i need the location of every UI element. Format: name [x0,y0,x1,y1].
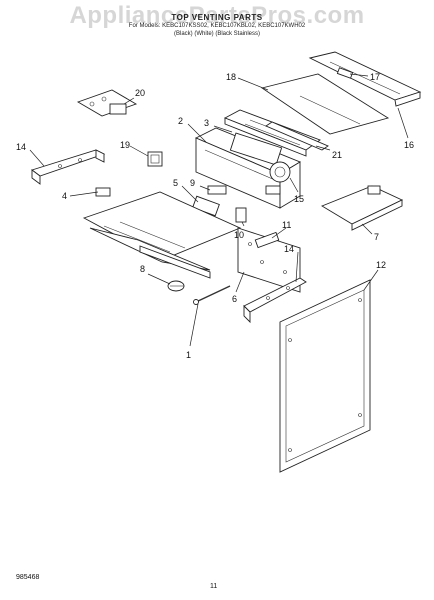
callout-1: 1 [186,350,191,360]
callout-11: 11 [282,220,291,230]
part-14-right-bracket[interactable] [243,277,307,324]
part-6-side-panel[interactable] [237,227,301,293]
part-oven-wrapper[interactable] [82,191,242,279]
callout-14-right: 14 [284,244,294,254]
part-21-gasket[interactable] [265,121,329,151]
part-9-terminal[interactable] [207,185,227,195]
callout-18: 18 [226,72,236,82]
callout-5: 5 [173,178,178,188]
callout-6: 6 [232,294,237,304]
callout-2: 2 [178,116,183,126]
callout-4: 4 [62,191,67,201]
part-15-blower-motor[interactable] [229,132,291,195]
part-19-switch[interactable] [147,151,163,167]
callout-8: 8 [140,264,145,274]
part-20-bracket[interactable] [76,89,138,117]
callout-19: 19 [120,140,130,150]
callout-16: 16 [404,140,414,150]
callout-20: 20 [135,88,145,98]
watermark: AppliancePartsPros.com [69,2,365,29]
part-11-terminal-strip[interactable] [254,231,280,249]
model-variants: (Black) (White) (Black Stainless) [173,31,260,37]
part-12-rear-panel[interactable] [279,279,371,473]
callout-3: 3 [204,118,209,128]
part-18-vent-cover[interactable] [260,73,390,135]
callout-12: 12 [376,260,386,270]
diagram-header: TOP VENTING PARTS For Models: KEBC107KSS… [0,14,434,38]
part-4-clip[interactable] [95,187,111,197]
callout-17: 17 [370,72,380,82]
part-14-left-rail[interactable] [31,149,106,185]
callout-9: 9 [190,178,195,188]
callout-7: 7 [374,232,379,242]
callout-14-left: 14 [16,142,26,152]
leader-lines [29,73,409,347]
model-list: For Models: KEBC107KSS02, KEBC107KBL02, … [128,23,306,29]
part-7-cooling-duct[interactable] [320,185,404,231]
callout-21: 21 [332,150,342,160]
callout-15: 15 [294,194,304,204]
page-number: 11 [210,583,218,590]
part-10-fuse[interactable] [235,207,247,223]
part-8-clamp[interactable] [167,280,185,292]
callout-10: 10 [234,230,244,240]
part-1-wire-rod[interactable] [193,285,231,305]
diagram-title: TOP VENTING PARTS [171,13,263,22]
diagram-code: 985468 [16,574,40,581]
